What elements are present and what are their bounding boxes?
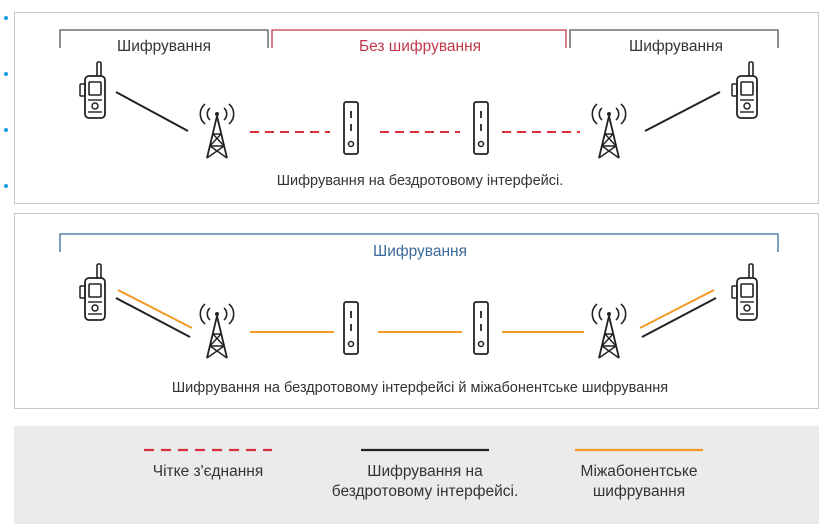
link-e2e-right	[639, 289, 715, 329]
link-air-left	[115, 91, 189, 132]
radio-tower-icon	[199, 303, 235, 359]
legend-label: Чітке з'єднання	[152, 463, 264, 480]
handheld-radio-icon	[731, 61, 758, 119]
bullet-dot	[4, 128, 8, 132]
bracket-full	[59, 233, 779, 252]
handheld-radio-icon	[79, 263, 106, 321]
legend: Чітке з'єднання Шифрування на бездротово…	[14, 426, 819, 524]
legend-item-air: Шифрування на бездротовому інтерфейсі.	[332, 462, 519, 502]
legend-label: бездротовому інтерфейсі.	[331, 483, 519, 500]
handheld-radio-icon	[79, 61, 106, 119]
link-e2e-left	[117, 289, 193, 329]
bracket-middle	[271, 29, 567, 48]
caption-air-interface: Шифрування на бездротовому інтерфейсі.	[276, 173, 564, 189]
bullet-dot	[4, 72, 8, 76]
network-switch-icon	[343, 101, 359, 155]
label-encrypted-right: Шифрування	[628, 38, 724, 55]
label-encrypted-left: Шифрування	[116, 38, 212, 55]
legend-label: шифрування	[592, 483, 686, 500]
network-switch-icon	[473, 301, 489, 355]
network-switch-icon	[343, 301, 359, 355]
handheld-radio-icon	[731, 263, 758, 321]
label-encrypted-full: Шифрування	[372, 243, 468, 260]
network-switch-icon	[473, 101, 489, 155]
radio-tower-icon	[591, 103, 627, 159]
link-air-left-2	[115, 297, 191, 338]
bracket-left	[59, 29, 269, 48]
legend-label: Міжабонентське	[580, 463, 698, 480]
legend-label: Шифрування на	[367, 463, 483, 480]
radio-tower-icon	[199, 103, 235, 159]
diagram-panel-end-to-end	[14, 213, 819, 409]
legend-item-clear: Чітке з'єднання	[153, 462, 263, 482]
bullet-dot	[4, 184, 8, 188]
bracket-right	[569, 29, 779, 48]
caption-end-to-end: Шифрування на бездротовому інтерфейсі й …	[171, 380, 669, 396]
radio-tower-icon	[591, 303, 627, 359]
link-air-right-2	[641, 297, 717, 338]
diagram-panel-air-interface	[14, 12, 819, 204]
legend-item-e2e: Міжабонентське шифрування	[581, 462, 698, 502]
bullet-dot	[4, 16, 8, 20]
link-air-right	[644, 91, 721, 132]
label-unencrypted: Без шифрування	[358, 38, 482, 55]
legend-swatches	[144, 448, 703, 452]
